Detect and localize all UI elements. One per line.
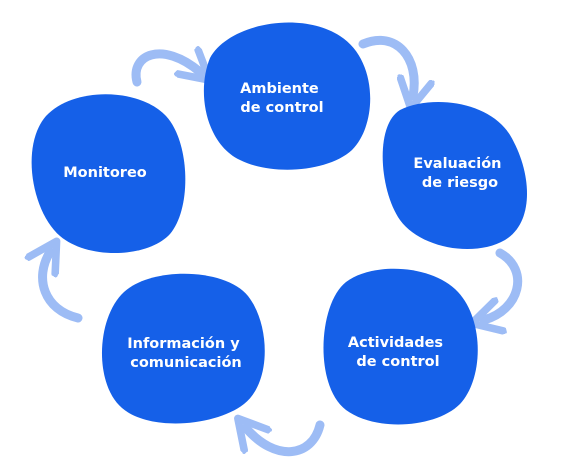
arrow-informacion-to-monitoreo — [43, 252, 83, 323]
arrow-ambiente-to-evaluacion — [358, 35, 414, 96]
cycle-labels: Ambiente de control Evaluación de riesgo… — [63, 81, 506, 371]
label-monitoreo: Monitoreo — [63, 165, 147, 181]
label-informacion-line-2: comunicación — [130, 355, 242, 371]
label-ambiente: Ambiente de control — [240, 81, 324, 116]
label-informacion: Información y comunicación — [127, 336, 244, 371]
node-blob-evaluacion — [382, 102, 528, 250]
arrow-monitoreo-to-ambiente — [131, 54, 200, 87]
label-monitoreo-line-1: Monitoreo — [63, 165, 147, 181]
label-ambiente-line-1: Ambiente — [240, 81, 319, 97]
label-actividades-line-2: de control — [356, 354, 439, 370]
arrow-actividades-to-informacion — [246, 425, 325, 457]
label-ambiente-line-2: de control — [240, 100, 323, 116]
arrow-evaluacion-to-actividades — [484, 248, 523, 320]
label-evaluacion-line-1: Evaluación — [413, 156, 501, 172]
node-blob-monitoreo — [31, 94, 186, 254]
cycle-arrows — [43, 35, 523, 457]
cycle-nodes — [31, 22, 528, 425]
label-evaluacion: Evaluación de riesgo — [413, 156, 506, 191]
label-informacion-line-1: Información y — [127, 336, 240, 352]
label-actividades-line-1: Actividades — [348, 335, 443, 351]
label-actividades: Actividades de control — [348, 335, 448, 370]
node-blob-ambiente — [203, 22, 371, 170]
node-blob-informacion — [101, 273, 265, 424]
node-blob-actividades — [323, 268, 478, 425]
label-evaluacion-line-2: de riesgo — [422, 175, 498, 191]
